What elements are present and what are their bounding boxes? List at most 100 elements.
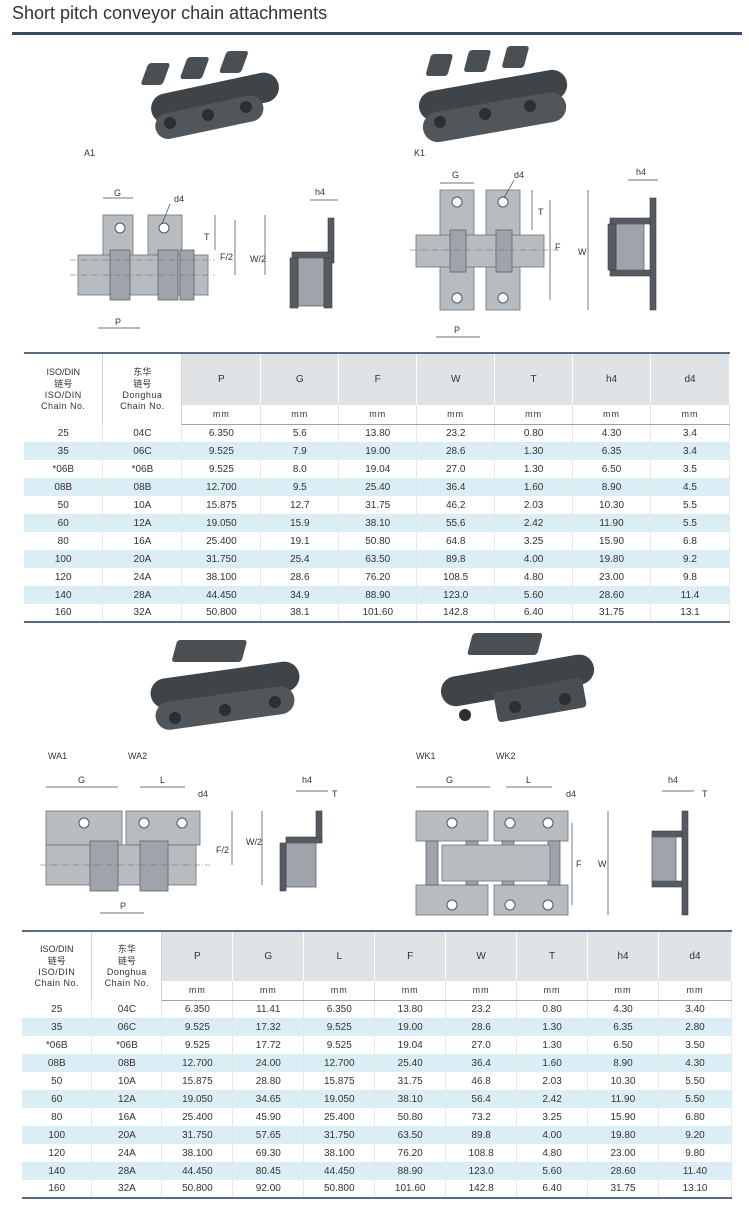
table-cell: 7.9 xyxy=(260,442,340,460)
table-cell: 5.5 xyxy=(650,496,730,514)
table-cell: 10.30 xyxy=(587,1072,659,1090)
table-cell: 0.80 xyxy=(516,1000,589,1018)
unit-cell: mm xyxy=(516,981,589,1001)
dim-g: G xyxy=(114,188,121,198)
table-cell: 25.40 xyxy=(374,1054,447,1072)
dim-w-k: W xyxy=(578,247,587,257)
table-cell: 19.80 xyxy=(587,1126,659,1144)
th-iso-din: ISO/DIN 链号 ISO/DIN Chain No. xyxy=(24,353,104,424)
table-cell: 76.20 xyxy=(374,1144,447,1162)
unit-cell: mm xyxy=(445,981,518,1001)
table-cell: 50.80 xyxy=(338,532,418,550)
table-cell: 89.8 xyxy=(445,1126,518,1144)
table-cell: 9.525 xyxy=(303,1036,376,1054)
table-cell: 13.10 xyxy=(658,1180,733,1198)
chain-photo-wa xyxy=(150,630,300,740)
table-cell: 3.4 xyxy=(650,442,730,460)
chain-photo-k1 xyxy=(410,40,580,145)
table-cell: 25.40 xyxy=(338,478,418,496)
table-cell: 04C xyxy=(91,1000,163,1018)
table-cell: 23.2 xyxy=(445,1000,518,1018)
dim-w-wk: W xyxy=(598,859,607,869)
table-cell: 27.0 xyxy=(445,1036,518,1054)
table-cell: 16A xyxy=(102,532,183,550)
th-g: G xyxy=(260,353,340,405)
label-wa2: WA2 xyxy=(128,751,147,761)
table-cell: 10A xyxy=(102,496,183,514)
table-cell: 9.2 xyxy=(650,550,730,568)
table-cell: 28.6 xyxy=(260,568,340,586)
table-cell: 0.80 xyxy=(494,424,574,442)
table-cell: 50 xyxy=(22,1072,93,1090)
unit-cell: mm xyxy=(232,981,305,1001)
table-cell: *06B xyxy=(24,460,104,478)
table-cell: 28A xyxy=(102,586,183,604)
table-cell: 73.2 xyxy=(445,1108,518,1126)
table-cell: 5.60 xyxy=(516,1162,589,1180)
table-cell: 38.100 xyxy=(303,1144,376,1162)
table-cell: 19.04 xyxy=(338,460,418,478)
table-cell: 76.20 xyxy=(338,568,418,586)
dim-g-k: G xyxy=(452,170,459,180)
page-title: Short pitch conveyor chain attachments xyxy=(12,3,328,23)
table-cell: 56.4 xyxy=(445,1090,518,1108)
table-cell: 04C xyxy=(102,424,183,442)
dim-p-k: P xyxy=(454,325,460,335)
table-cell: 15.9 xyxy=(260,514,340,532)
dim-f2-wa: F/2 xyxy=(216,845,229,855)
table-cell: 19.00 xyxy=(338,442,418,460)
table-cell: 8.90 xyxy=(587,1054,659,1072)
table-cell: 24A xyxy=(102,568,183,586)
table-cell: 9.5 xyxy=(260,478,340,496)
table-cell: 6.80 xyxy=(658,1108,733,1126)
table-cell: 32A xyxy=(91,1180,163,1198)
dim-w2-wa: W/2 xyxy=(246,837,262,847)
chain-wk-image xyxy=(440,633,595,722)
table-cell: 80 xyxy=(22,1108,93,1126)
unit-cell: mm xyxy=(572,405,651,425)
table-cell: 46.8 xyxy=(445,1072,518,1090)
table-cell: 46.2 xyxy=(416,496,496,514)
table-cell: 10.30 xyxy=(572,496,651,514)
table-cell: 13.80 xyxy=(338,424,418,442)
table-cell: 160 xyxy=(22,1180,93,1198)
table-cell: 6.350 xyxy=(161,1000,234,1018)
chain-k1-image xyxy=(418,46,568,143)
th-d4: d4 xyxy=(650,353,730,405)
table-cell: 9.525 xyxy=(303,1018,376,1036)
table-cell: 50.800 xyxy=(303,1180,376,1198)
table-cell: 100 xyxy=(22,1126,93,1144)
table-cell: 15.90 xyxy=(572,532,651,550)
table-cell: 31.750 xyxy=(303,1126,376,1144)
table-cell: 4.00 xyxy=(494,550,574,568)
label-a1: A1 xyxy=(84,148,95,158)
table-cell: 06C xyxy=(91,1018,163,1036)
unit-cell: mm xyxy=(587,981,659,1001)
table-cell: 142.8 xyxy=(416,604,496,622)
table-cell: 6.35 xyxy=(572,442,651,460)
table-cell: 9.525 xyxy=(181,442,262,460)
table-cell: 60 xyxy=(24,514,104,532)
table-cell: 2.42 xyxy=(494,514,574,532)
table-cell: 25.400 xyxy=(161,1108,234,1126)
table-cell: 20A xyxy=(102,550,183,568)
dim-d4-wa: d4 xyxy=(198,789,208,799)
table-cell: 16A xyxy=(91,1108,163,1126)
table-cell: 44.450 xyxy=(181,586,262,604)
table-cell: 19.00 xyxy=(374,1018,447,1036)
table-cell: 9.525 xyxy=(161,1036,234,1054)
table-cell: 12.700 xyxy=(161,1054,234,1072)
table-cell: 50 xyxy=(24,496,104,514)
table-cell: *06B xyxy=(22,1036,93,1054)
table-cell: 08B xyxy=(102,478,183,496)
table-cell: 12A xyxy=(91,1090,163,1108)
title-rule xyxy=(12,32,742,35)
